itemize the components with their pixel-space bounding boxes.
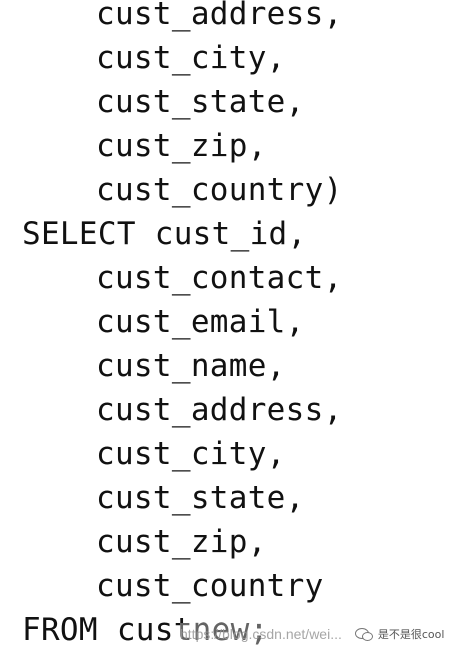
- code-line-8: cust_email,: [96, 304, 305, 340]
- code-line-3: cust_state,: [96, 84, 305, 120]
- watermark-url: https://blog.csdn.net/wei...: [180, 626, 342, 642]
- code-line-9: cust_name,: [96, 348, 286, 384]
- code-line-5: cust_country): [96, 172, 343, 208]
- code-line-7: cust_contact,: [96, 260, 343, 296]
- watermark-brand: 是不是很cool: [377, 628, 445, 641]
- code-line-15: FROM custnew;: [22, 612, 269, 648]
- code-line-4: cust_zip,: [96, 128, 267, 164]
- code-line-11: cust_city,: [96, 436, 286, 472]
- code-line-6: SELECT cust_id,: [22, 216, 307, 252]
- code-line-2: cust_city,: [96, 40, 286, 76]
- code-line-14: cust_country: [96, 568, 324, 604]
- code-line-1: cust_address,: [96, 0, 343, 32]
- code-line-13: cust_zip,: [96, 524, 267, 560]
- wechat-icon: [354, 626, 374, 642]
- code-line-12: cust_state,: [96, 480, 305, 516]
- watermark: https://blog.csdn.net/wei... 是不是很cool: [180, 623, 450, 645]
- code-line-10: cust_address,: [96, 392, 343, 428]
